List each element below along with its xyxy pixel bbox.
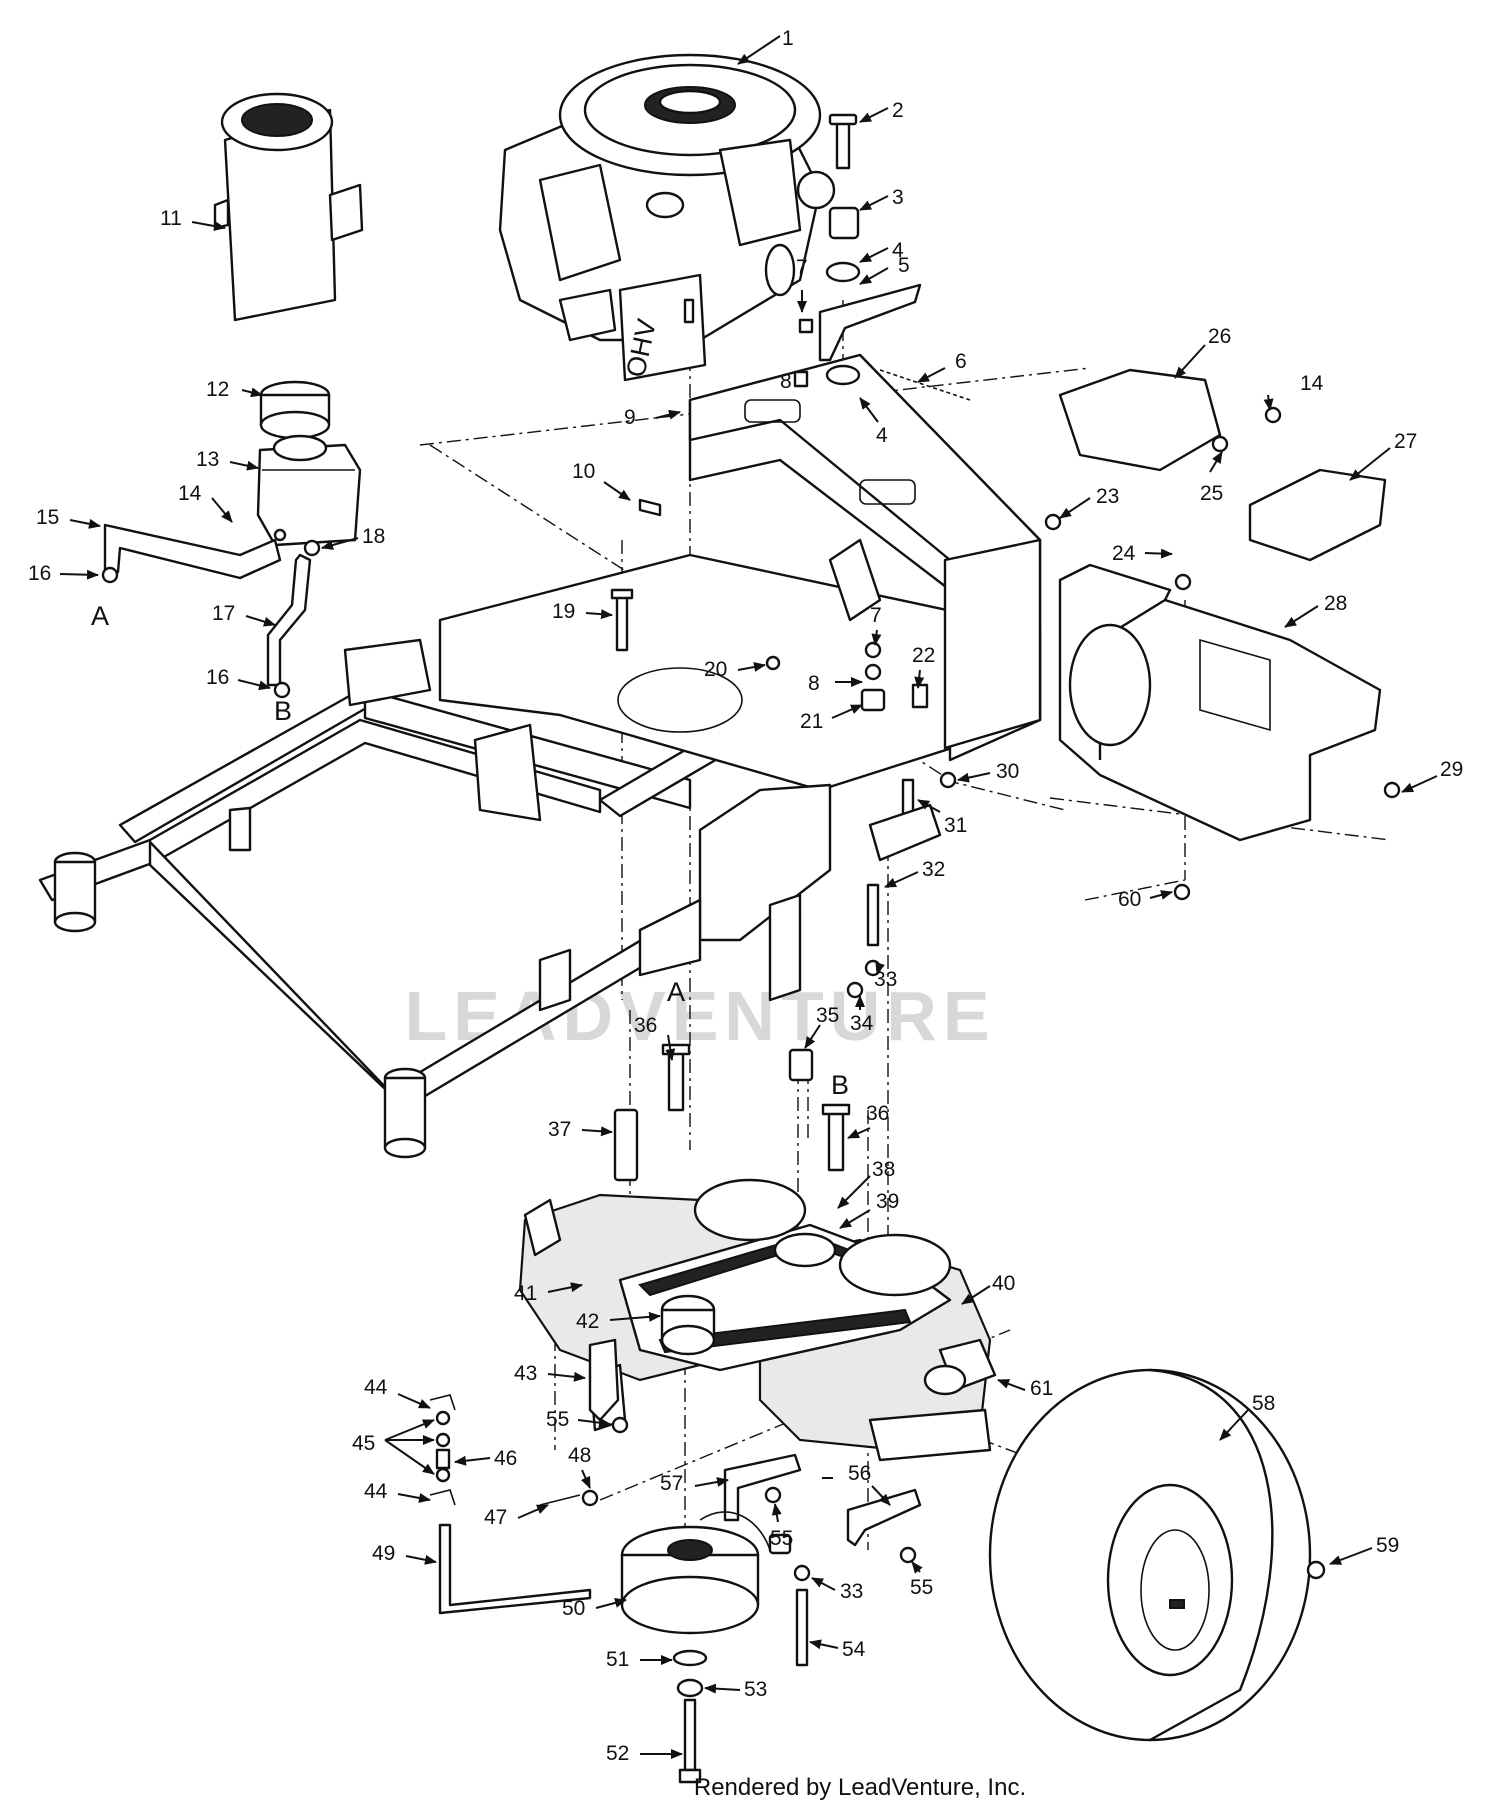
engine-shield: [1058, 563, 1401, 901]
callout-10: 10: [572, 460, 595, 483]
callout-3: 3: [892, 186, 904, 209]
callout-14-right: 14: [1300, 372, 1324, 395]
callout-4-lower: 4: [876, 424, 888, 447]
callout-51: 51: [606, 1648, 629, 1671]
callout-2: 2: [892, 99, 904, 122]
callout-7-upper: 7: [796, 256, 808, 279]
callout-36-right: 36: [866, 1102, 889, 1125]
callout-46: 46: [494, 1447, 517, 1470]
callout-35: 35: [816, 1004, 839, 1027]
callout-43: 43: [514, 1362, 537, 1385]
callout-50: 50: [562, 1597, 585, 1620]
callout-4-upper: 4: [892, 239, 904, 262]
callout-22: 22: [912, 644, 935, 667]
callout-23: 23: [1096, 485, 1119, 508]
callout-9: 9: [624, 406, 636, 429]
callout-27: 27: [1394, 430, 1417, 453]
callout-20: 20: [704, 658, 727, 681]
drive-transaxle-assembly: [518, 1178, 997, 1462]
callout-54: 54: [842, 1638, 866, 1661]
callout-17: 17: [212, 602, 235, 625]
callout-55-right: 55: [910, 1576, 933, 1599]
mount-hardware: [638, 113, 971, 517]
drive-tire: [988, 1368, 1326, 1742]
callout-48: 48: [568, 1444, 591, 1467]
callout-53: 53: [744, 1678, 767, 1701]
callout-30: 30: [996, 760, 1019, 783]
callout-7-lower: 7: [870, 604, 882, 627]
callout-56: 56: [848, 1462, 871, 1485]
main-frame: [38, 353, 1042, 1159]
callout-42: 42: [576, 1310, 599, 1333]
callout-15: 15: [36, 506, 59, 529]
engine-assembly: OHV: [498, 53, 836, 382]
callout-47: 47: [484, 1506, 507, 1529]
callout-29: 29: [1440, 758, 1463, 781]
callout-6: 6: [955, 350, 967, 373]
reservoir-tank: [256, 434, 362, 547]
callout-11: 11: [160, 207, 182, 230]
callout-13: 13: [196, 448, 219, 471]
callout-52: 52: [606, 1742, 629, 1765]
callout-24: 24: [1112, 542, 1136, 565]
deck-hardware: [610, 513, 1062, 999]
callout-37: 37: [548, 1118, 571, 1141]
callout-59: 59: [1376, 1534, 1399, 1557]
callouts: 1 2 3 4 4 5 6 7 7 8 8 9 10 11 12 13 14 1…: [28, 27, 1463, 1765]
render-credit: Rendered by LeadVenture, Inc.: [694, 1774, 1026, 1801]
callout-38: 38: [872, 1158, 895, 1181]
callout-57: 57: [660, 1472, 683, 1495]
reservoir-cap: [259, 380, 331, 440]
callout-41: 41: [514, 1282, 537, 1305]
linkage: [429, 1394, 599, 1615]
callout-12: 12: [206, 378, 229, 401]
callout-36-left: 36: [634, 1014, 657, 1037]
callout-18: 18: [362, 525, 385, 548]
connection-letter-b-left: B: [274, 696, 292, 726]
callout-19: 19: [552, 600, 575, 623]
callout-8-upper: 8: [780, 370, 792, 393]
callout-32: 32: [922, 858, 945, 881]
callout-26: 26: [1208, 325, 1231, 348]
callout-58: 58: [1252, 1392, 1275, 1415]
grate-covers: [1058, 368, 1387, 562]
brackets: [588, 1338, 922, 1564]
callout-55-left: 55: [546, 1408, 569, 1431]
callout-55-center: 55: [770, 1527, 793, 1550]
callout-16-lower: 16: [206, 666, 229, 689]
connection-letter-a-left: A: [91, 601, 109, 631]
callout-49: 49: [372, 1542, 395, 1565]
callout-5: 5: [898, 254, 910, 277]
callout-33-upper: 33: [874, 968, 897, 991]
callout-44-lower: 44: [364, 1480, 388, 1503]
connection-letter-a-center: A: [667, 977, 685, 1007]
callout-1: 1: [782, 27, 794, 50]
callout-33-lower: 33: [840, 1580, 863, 1603]
callout-21: 21: [800, 710, 823, 733]
callout-40: 40: [992, 1272, 1015, 1295]
callout-16-upper: 16: [28, 562, 51, 585]
pto-clutch: [620, 1511, 811, 1784]
callout-14-left: 14: [178, 482, 202, 505]
callout-31: 31: [944, 814, 967, 837]
connection-letter-b-center: B: [831, 1070, 849, 1100]
callout-44-upper: 44: [364, 1376, 388, 1399]
callout-60: 60: [1118, 888, 1141, 911]
callout-8-lower: 8: [808, 672, 820, 695]
callout-45: 45: [352, 1432, 375, 1455]
callout-39: 39: [876, 1190, 899, 1213]
spacers: [613, 1043, 851, 1182]
callout-34: 34: [850, 1012, 874, 1035]
muffler: [213, 92, 364, 322]
callout-25: 25: [1200, 482, 1223, 505]
callout-61: 61: [1030, 1377, 1053, 1400]
hoses: [101, 523, 321, 699]
callout-28: 28: [1324, 592, 1347, 615]
